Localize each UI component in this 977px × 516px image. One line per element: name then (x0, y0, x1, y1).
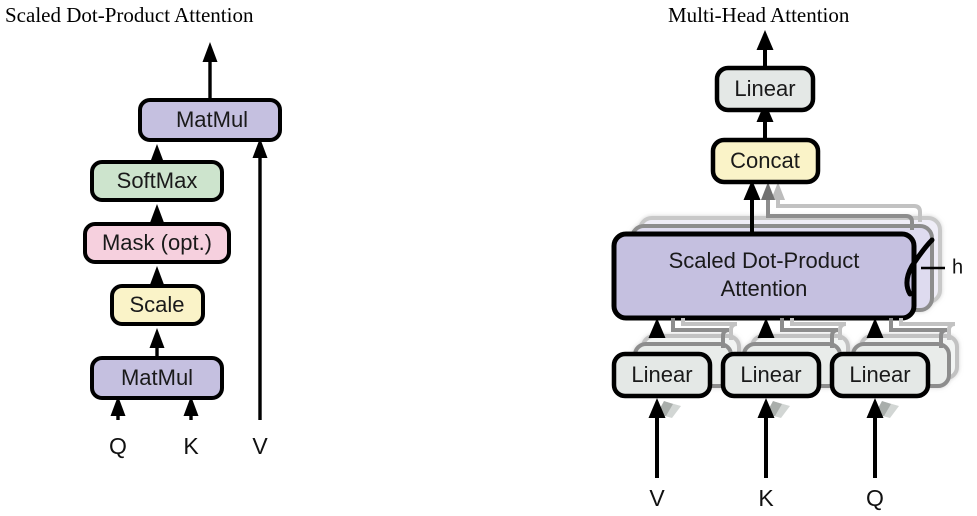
block-label-sdpa-line1: Scaled Dot-Product (669, 248, 860, 273)
input-label-v-left: V (252, 433, 268, 459)
arrows-linear-to-sdpa (648, 318, 884, 338)
block-linear-q[interactable]: Linear (829, 351, 931, 399)
block-matmul-top[interactable]: MatMul (138, 98, 282, 142)
block-linear-output[interactable]: Linear (714, 65, 816, 113)
block-label-concat: Concat (730, 148, 800, 173)
sdpa-stack-connectors (766, 198, 922, 230)
block-linear-v[interactable]: Linear (611, 351, 713, 399)
k-input-arrow-left (183, 396, 199, 420)
block-concat[interactable]: Concat (710, 137, 821, 185)
linear-stack-connectors (671, 322, 956, 348)
block-label-mask: Mask (opt.) (102, 230, 212, 255)
panel-title-multi-head-attention: Multi-Head Attention (668, 3, 850, 27)
input-label-k-left: K (183, 433, 199, 459)
input-label-q-left: Q (109, 433, 127, 459)
k-input-arrow-right (757, 398, 790, 478)
heads-count-marker (904, 237, 945, 297)
block-label-matmul-bottom: MatMul (121, 365, 193, 390)
block-label-linear-v: Linear (631, 362, 692, 387)
block-label-matmul-top: MatMul (176, 107, 248, 132)
q-input-arrow-left (110, 396, 126, 420)
input-label-k-right: K (758, 485, 774, 511)
arrows-sdpa-to-concat (743, 180, 785, 232)
sdpa-input-ghost-risers (671, 318, 903, 322)
heads-count-label: h (952, 256, 963, 278)
block-matmul-bottom[interactable]: MatMul (90, 356, 224, 400)
panel-title-scaled-dot-product-attention: Scaled Dot-Product Attention (5, 3, 254, 27)
block-label-scale: Scale (129, 292, 184, 317)
block-label-softmax: SoftMax (117, 168, 198, 193)
block-label-linear-output: Linear (734, 76, 795, 101)
block-mask[interactable]: Mask (opt.) (83, 222, 231, 264)
block-linear-k[interactable]: Linear (720, 351, 822, 399)
block-scale[interactable]: Scale (110, 284, 205, 326)
output-arrow-left (202, 42, 218, 100)
output-arrow-right (756, 30, 774, 68)
block-scaled-dot-product-attention[interactable]: Scaled Dot-Product Attention (611, 231, 917, 321)
v-input-arrow-left (252, 138, 268, 420)
q-input-arrow-right (866, 398, 899, 478)
block-label-sdpa-line2: Attention (721, 276, 808, 301)
block-softmax[interactable]: SoftMax (90, 160, 224, 202)
input-label-q-right: Q (866, 485, 884, 511)
input-label-v-right: V (649, 485, 665, 511)
block-label-linear-k: Linear (740, 362, 801, 387)
v-input-arrow-right (648, 398, 681, 478)
block-label-linear-q: Linear (849, 362, 910, 387)
